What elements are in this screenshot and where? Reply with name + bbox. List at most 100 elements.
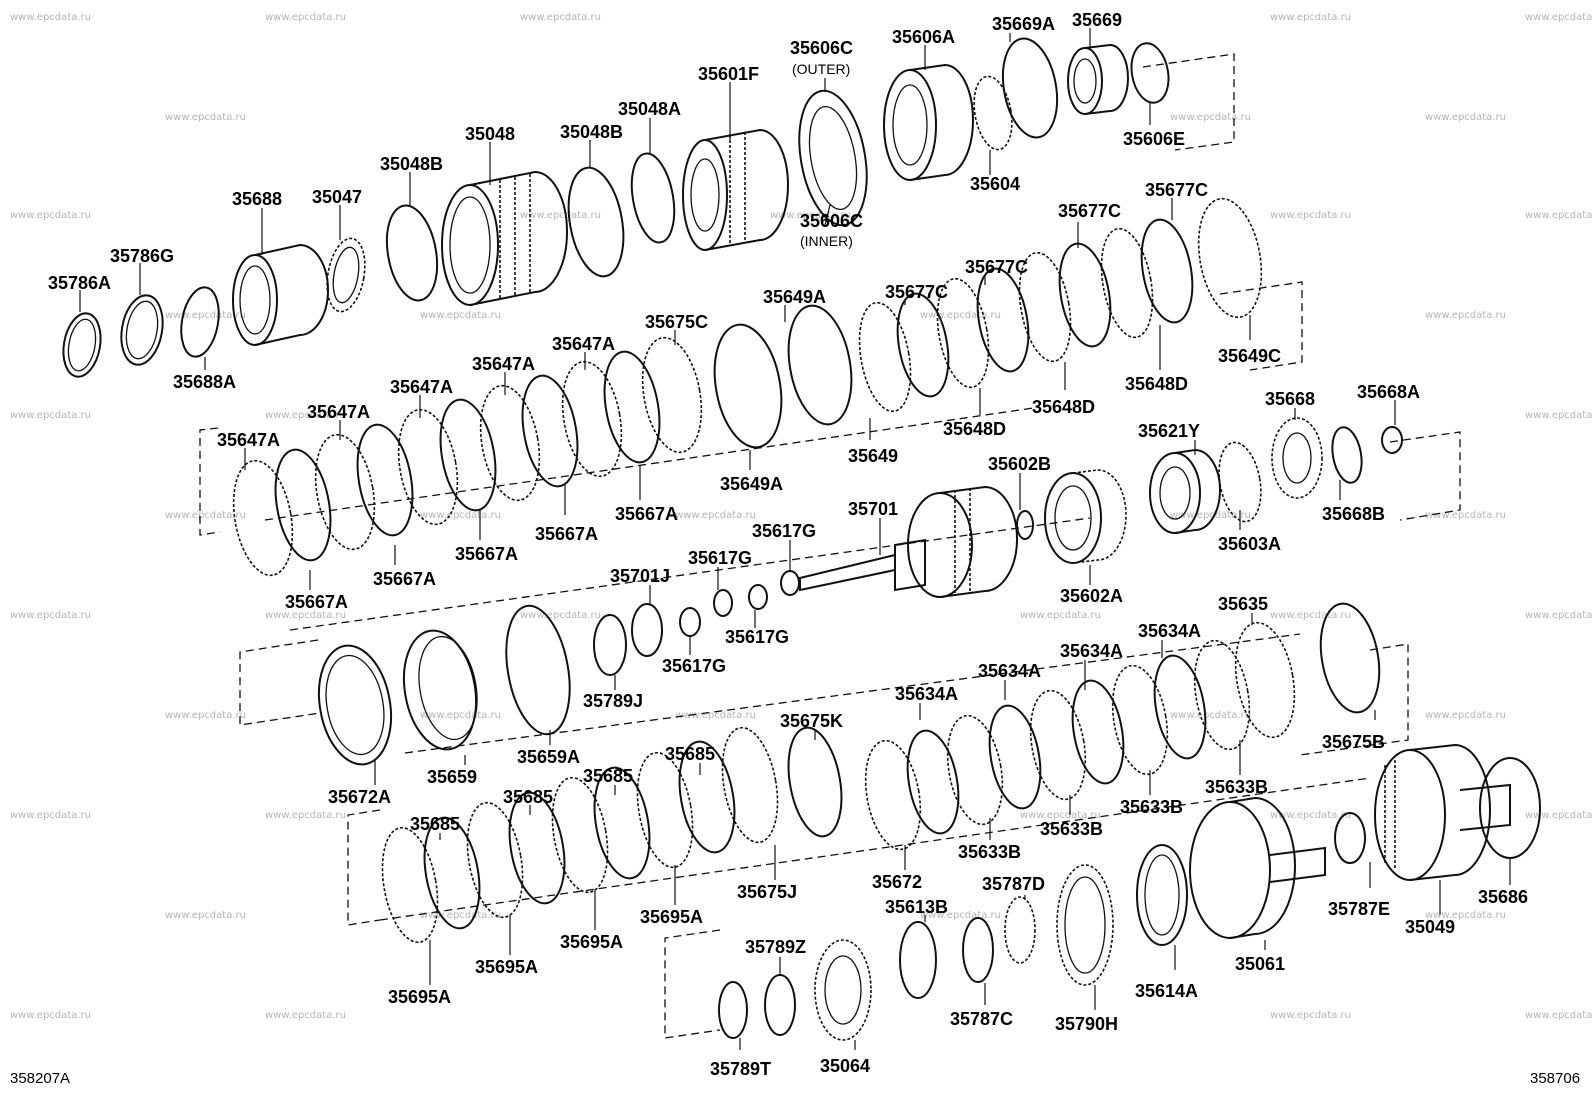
divider-row-3: [289, 517, 1091, 631]
washer-35787E: [1334, 812, 1366, 864]
watermark: www.epcdata.ru: [675, 710, 756, 721]
watermark: www.epcdata.ru: [10, 610, 91, 621]
label-35049: 35049: [1405, 917, 1455, 937]
watermark: www.epcdata.ru: [420, 710, 501, 721]
label-35695A-3: 35695A: [560, 932, 623, 952]
label-35789J: 35789J: [583, 691, 643, 711]
label-35635: 35635: [1218, 594, 1268, 614]
group-outline-bottom-left: [347, 809, 381, 926]
watermark: www.epcdata.ru: [420, 310, 501, 321]
carrier-35061: [1189, 796, 1326, 939]
snap-ring-35649A-2: [713, 323, 783, 449]
watermark: www.epcdata.ru: [1270, 610, 1351, 621]
label-35064: 35064: [820, 1056, 870, 1076]
carrier-35049: [1374, 743, 1511, 881]
watermark: www.epcdata.ru: [10, 810, 91, 821]
label-35633B-4: 35633B: [958, 842, 1021, 862]
piston-35659: [402, 629, 478, 751]
hub-35047-inner: [332, 246, 360, 304]
label-35617G-2: 35617G: [688, 548, 752, 568]
group-outline-clutch-c1: [199, 427, 221, 536]
label-35685-2: 35685: [503, 787, 553, 807]
label-35647A-4: 35647A: [472, 354, 535, 374]
label-35602B: 35602B: [988, 454, 1051, 474]
label-35601F: 35601F: [698, 64, 759, 84]
ring-35617G-1: [780, 570, 800, 596]
ring-35669A: [1001, 37, 1059, 139]
label-35633B-1: 35633B: [1205, 777, 1268, 797]
bearing-35789T: [718, 981, 748, 1039]
label-35048B: 35048B: [380, 154, 443, 174]
watermark: www.epcdata.ru: [1170, 710, 1251, 721]
label-35606A: 35606A: [892, 27, 955, 47]
label-35669A: 35669A: [992, 14, 1055, 34]
label-35787D: 35787D: [982, 874, 1045, 894]
clutch-35621Y: [1149, 448, 1221, 534]
label-35647A-3: 35647A: [390, 377, 453, 397]
watermark: www.epcdata.ru: [1020, 610, 1101, 621]
label-inner: (INNER): [800, 233, 853, 249]
race-35614A-inner: [1144, 854, 1180, 936]
watermark: www.epcdata.ru: [520, 12, 601, 23]
label-35604: 35604: [970, 174, 1020, 194]
watermark: www.epcdata.ru: [1525, 410, 1592, 421]
gear-35064: [814, 939, 872, 1041]
watermark: www.epcdata.ru: [1425, 310, 1506, 321]
label-35786A: 35786A: [48, 273, 111, 293]
label-35659: 35659: [427, 767, 477, 787]
watermark: www.epcdata.ru: [165, 112, 246, 123]
group-outline-top: [1142, 53, 1235, 151]
watermark: www.epcdata.ru: [10, 210, 91, 221]
group-outlines: [199, 53, 1461, 1039]
label-35613B: 35613B: [885, 897, 948, 917]
label-35603A: 35603A: [1218, 534, 1281, 554]
watermark: www.epcdata.ru: [1270, 1010, 1351, 1021]
label-35668: 35668: [1265, 389, 1315, 409]
label-35675K: 35675K: [780, 711, 843, 731]
part-labels: 35786A 35786G 35688A 35688 35047 35048B …: [48, 10, 1528, 1079]
thrust-washer-35606C-inner: [808, 105, 858, 211]
bearing-35789J: [593, 614, 627, 676]
label-35786G: 35786G: [110, 246, 174, 266]
label-35677C-1: 35677C: [885, 282, 948, 302]
label-35649A-2: 35649A: [720, 474, 783, 494]
watermark: www.epcdata.ru: [1525, 610, 1592, 621]
watermark: www.epcdata.ru: [1020, 810, 1101, 821]
cylinder-35672A: [317, 644, 393, 766]
label-35617G-1: 35617G: [752, 521, 816, 541]
watermark: www.epcdata.ru: [770, 210, 851, 221]
watermark: www.epcdata.ru: [420, 510, 501, 521]
ring-35786A: [62, 312, 102, 378]
watermark: www.epcdata.ru: [265, 1010, 346, 1021]
label-35695A-2: 35695A: [475, 957, 538, 977]
clutch-pack-upper: [858, 197, 1263, 413]
group-outline-mid: [1389, 431, 1461, 521]
label-35647A-1: 35647A: [217, 430, 280, 450]
part-drawings: [62, 37, 1541, 1041]
watermark: www.epcdata.ru: [1270, 810, 1351, 821]
watermark: www.epcdata.ru: [265, 610, 346, 621]
watermark: www.epcdata.ru: [1425, 510, 1506, 521]
watermark: www.epcdata.ru: [10, 12, 91, 23]
ring-35668A: [1381, 426, 1403, 454]
label-35048A: 35048A: [618, 99, 681, 119]
label-35685-1: 35685: [410, 814, 460, 834]
label-35634A-2: 35634A: [1060, 641, 1123, 661]
figure-code-left: 358207A: [10, 1070, 70, 1087]
ring-35786A-inner: [67, 318, 97, 372]
drum-35048: [441, 170, 568, 306]
ring-35602B: [1016, 510, 1034, 540]
hub-35047: [326, 237, 366, 313]
label-35688A: 35688A: [173, 372, 236, 392]
label-35602A: 35602A: [1060, 586, 1123, 606]
gear-35602A: [1044, 469, 1127, 564]
label-35649A: 35649A: [763, 287, 826, 307]
watermark: www.epcdata.ru: [520, 610, 601, 621]
gear-35668: [1271, 417, 1323, 499]
label-35677C-3: 35677C: [1058, 201, 1121, 221]
bearing-35701J: [631, 603, 663, 657]
watermark: www.epcdata.ru: [1170, 112, 1251, 123]
watermark: www.epcdata.ru: [1170, 510, 1251, 521]
label-35606C-inner: 35606C: [800, 211, 863, 231]
